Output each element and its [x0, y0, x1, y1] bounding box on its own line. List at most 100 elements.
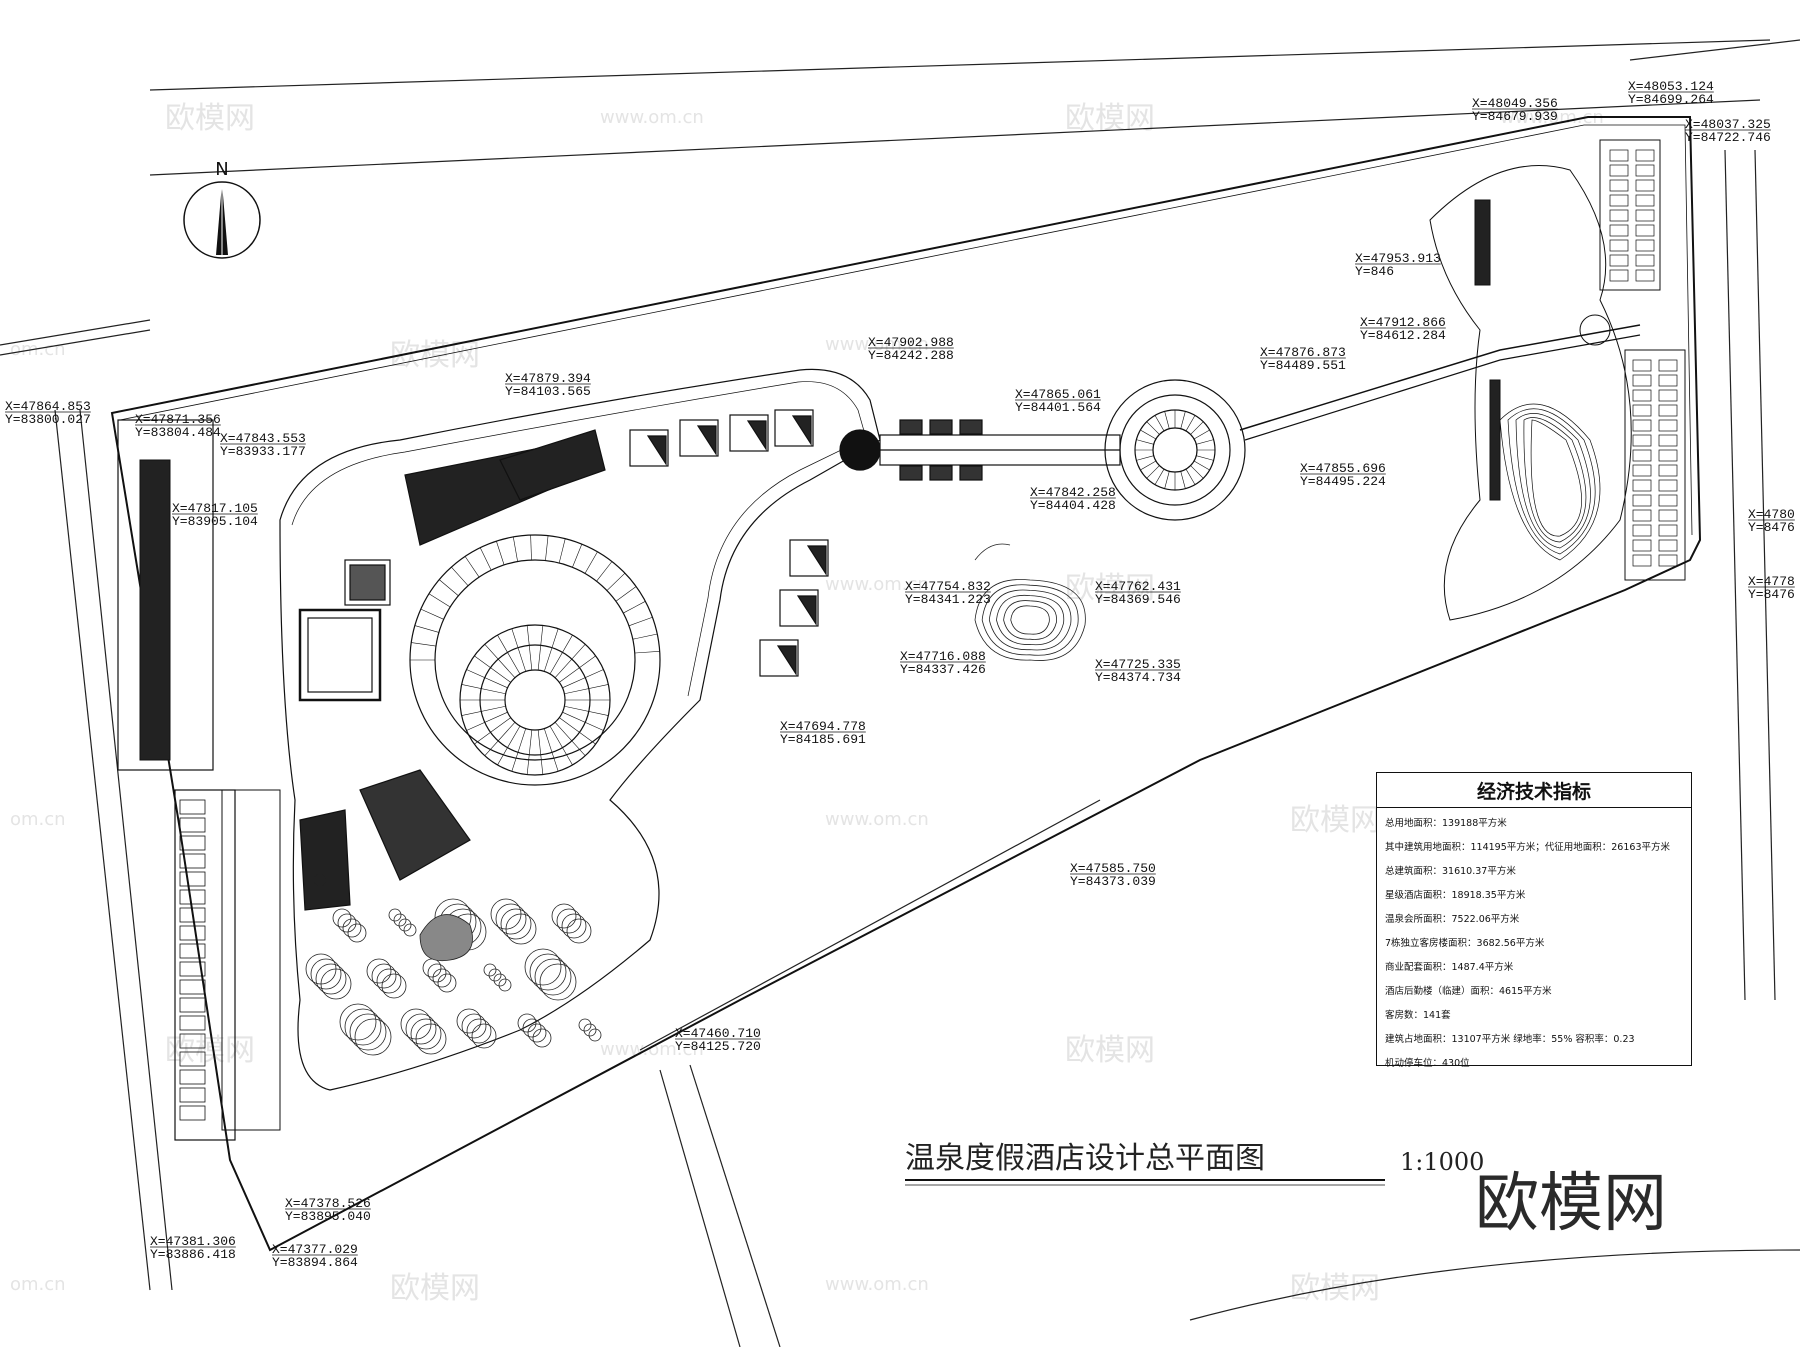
garden-feature: [410, 1018, 442, 1050]
garden-feature: [498, 978, 512, 992]
coord-y-label: Y=83804.484: [135, 425, 221, 440]
ring-spoke: [564, 684, 609, 695]
ring-spoke: [543, 628, 559, 672]
pond-contour: [988, 589, 1072, 651]
garden-feature: [578, 1018, 592, 1032]
coord-x-label: X=47378.526: [285, 1196, 371, 1211]
garden-feature: [456, 1008, 482, 1034]
parking-stall: [1632, 554, 1652, 567]
coord-x-label: X=4780: [1748, 507, 1795, 522]
hotel-zone: [279, 368, 881, 1091]
coord-x-label: X=47879.394: [505, 371, 591, 386]
garden-feature: [347, 923, 367, 943]
coord-x-label: X=47817.105: [172, 501, 258, 516]
coord-y-label: Y=83895.040: [285, 1209, 371, 1224]
walk-pavilion: [929, 419, 953, 435]
parking-stall: [1632, 509, 1652, 522]
parking-stall: [1658, 434, 1678, 447]
coord-x-label: X=47381.306: [150, 1234, 236, 1249]
coord-y-label: Y=84185.691: [780, 732, 866, 747]
garden-feature: [371, 963, 397, 989]
plaza-ray: [1154, 415, 1165, 432]
ring-tier: [572, 543, 583, 568]
pond-contour: [996, 594, 1065, 646]
plaza-ray: [1136, 455, 1154, 461]
title-block: 温泉度假酒店设计总平面图 1:1000: [905, 1141, 1484, 1186]
walk-pavilion: [929, 465, 953, 481]
ring-spoke: [562, 711, 604, 731]
central-plaza: [839, 324, 1641, 521]
villa-roof: [796, 595, 817, 627]
ring-tier: [428, 593, 451, 608]
villa: [789, 539, 829, 577]
ring-tier: [634, 650, 660, 654]
parking-stall: [179, 925, 206, 941]
ring-spoke: [554, 644, 586, 678]
coord-y-label: Y=84373.039: [1070, 874, 1156, 889]
pond-contour: [1010, 605, 1050, 635]
ring-tier: [530, 535, 532, 561]
parking-stall: [1635, 164, 1655, 177]
coord-y-label: Y=84489.551: [1260, 358, 1346, 373]
coord-y-label: Y=83800.027: [5, 412, 91, 427]
parking-stall: [1658, 494, 1678, 507]
ring-tier: [596, 561, 613, 582]
garden-feature: [466, 1018, 492, 1044]
villa-roof: [806, 545, 827, 577]
table-row: 酒店后勤楼（临建）面积：4615平方米: [1385, 986, 1552, 997]
table-row: 星级酒店面积：18918.35平方米: [1385, 890, 1526, 901]
parking-stall: [1658, 389, 1678, 402]
ring-spoke: [484, 722, 516, 756]
ring-spoke: [537, 729, 544, 775]
ring-spoke: [559, 655, 596, 683]
garden-feature: [539, 963, 577, 1001]
villa: [779, 589, 819, 627]
plaza-ray: [1196, 439, 1214, 445]
table-row: 建筑占地面积：13107平方米 绿地率：55% 容积率：0.23: [1385, 1034, 1635, 1045]
garden-feature: [398, 918, 412, 932]
table-row: 7栋独立客房楼面积：3682.56平方米: [1385, 938, 1545, 949]
watermark-url: www.om.cn: [825, 1274, 929, 1295]
coord-x-label: X=47762.431: [1095, 579, 1181, 594]
table-row: 客房数：141套: [1385, 1010, 1451, 1021]
villa-roof: [791, 415, 812, 447]
watermark-url: www.om.cn: [600, 107, 704, 128]
parking-stall: [1632, 539, 1652, 552]
parking-stall: [179, 907, 206, 923]
coord-y-label: Y=84337.426: [900, 662, 986, 677]
parking-stall: [1635, 239, 1655, 252]
ring-spoke: [484, 644, 516, 678]
plaza-ray: [1190, 421, 1204, 435]
plaza-ray: [1164, 471, 1170, 489]
plaza-ray: [1146, 421, 1160, 435]
coord-y-label: Y=83886.418: [150, 1247, 236, 1262]
garden-feature: [524, 948, 562, 986]
ring-tier: [479, 547, 492, 571]
coord-y-label: Y=84495.224: [1300, 474, 1386, 489]
ring-tier: [632, 633, 658, 640]
parking-stall: [1609, 254, 1629, 267]
parking-stall: [1632, 359, 1652, 372]
coord-x-label: X=47725.335: [1095, 657, 1181, 672]
coord-x-label: X=47865.061: [1015, 387, 1101, 402]
garden-feature: [551, 903, 577, 929]
table-rows: 总用地面积：139188平方米其中建筑用地面积：114195平方米；代征用地面积…: [1377, 808, 1691, 1080]
ring-spoke: [474, 717, 511, 745]
watermark-url: www.om.cn: [825, 574, 929, 595]
table-row: 其中建筑用地面积：114195平方米；代征用地面积：26163平方米: [1385, 842, 1670, 853]
drawing-scale: 1:1000: [1400, 1148, 1484, 1176]
parking-stall: [1632, 419, 1652, 432]
garden-feature: [313, 873, 327, 887]
ring-tier: [411, 642, 437, 647]
parking-stall: [1609, 239, 1629, 252]
garden-feature: [490, 898, 522, 930]
villa: [629, 429, 669, 467]
parking-stall: [1609, 164, 1629, 177]
parking-stall: [179, 871, 206, 887]
garden-feature: [432, 968, 452, 988]
walk-pavilion: [959, 465, 983, 481]
spring-gardens: [305, 873, 602, 1056]
coord-x-label: X=47864.853: [5, 399, 91, 414]
plaza-ray: [1146, 465, 1160, 479]
ring-spoke: [511, 728, 527, 772]
